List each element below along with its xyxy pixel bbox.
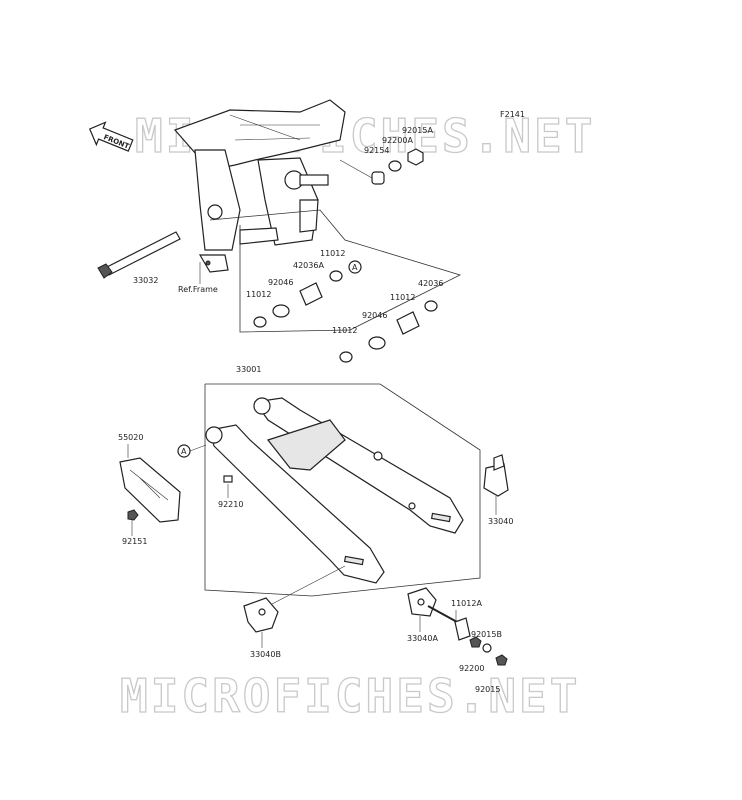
label-92015B: 92015B	[471, 630, 502, 639]
chain-guard-55020	[119, 457, 181, 523]
label-33032: 33032	[133, 276, 158, 285]
label-92151: 92151	[122, 537, 147, 546]
seal-11012-left-upper	[329, 270, 343, 282]
label-92210: 92210	[218, 500, 243, 509]
leader-callout-a	[189, 444, 207, 452]
label-42036: 42036	[418, 279, 443, 288]
adjuster-33040A	[407, 587, 437, 617]
label-33001: 33001	[236, 365, 261, 374]
label-92046-a: 92046	[268, 278, 293, 287]
label-33040: 33040	[488, 517, 513, 526]
label-33040A: 33040A	[407, 634, 438, 643]
nut-92015	[495, 654, 508, 666]
callout-a-upper-text: A	[352, 263, 358, 272]
label-92046-b: 92046	[362, 311, 387, 320]
label-11012-d: 11012	[332, 326, 357, 335]
watermark-bottom: MICROFICHES.NET	[120, 669, 580, 723]
label-11012-b: 11012	[246, 290, 271, 299]
seal-11012-left-lower	[253, 316, 267, 328]
label-92154: 92154	[364, 146, 389, 155]
swingarm-bracket	[204, 383, 481, 597]
seal-11012-right-lower	[339, 351, 353, 363]
label-42036A: 42036A	[293, 261, 324, 270]
collar-92154	[371, 171, 385, 185]
label-55020: 55020	[118, 433, 143, 442]
washer-92200	[482, 643, 492, 653]
bolt-92151	[127, 509, 139, 521]
label-33040B: 33040B	[250, 650, 281, 659]
ref-frame-label: Ref.Frame	[178, 285, 218, 294]
frame-drawing	[173, 99, 346, 273]
label-92200: 92200	[459, 664, 484, 673]
seal-11012-right-upper	[424, 300, 438, 312]
sleeve-42036	[396, 311, 420, 335]
bearing-92046-right	[368, 336, 386, 350]
washer-92200A	[388, 160, 402, 172]
label-92015: 92015	[475, 685, 500, 694]
nut-92015A	[407, 148, 424, 166]
pivot-shaft-33032	[97, 231, 181, 279]
label-11012-a: 11012	[320, 249, 345, 258]
swingarm-33001	[205, 397, 464, 584]
sleeve-42036A	[299, 282, 323, 306]
end-piece-33040	[483, 454, 509, 497]
leader-33040B-link	[271, 565, 346, 605]
callout-a-lower-text: A	[181, 447, 187, 456]
bearing-group-bracket	[209, 209, 462, 333]
nut-92015B	[469, 636, 482, 648]
label-92200A: 92200A	[382, 136, 413, 145]
plate-33040B	[243, 597, 279, 633]
leader-upper-hardware	[339, 159, 373, 179]
bearing-92046-left	[272, 304, 290, 318]
label-11012-c: 11012	[390, 293, 415, 302]
screw-92210	[223, 475, 233, 483]
callout-a-upper	[348, 260, 362, 274]
adjust-bolt-11012A	[427, 605, 471, 641]
figure-code: F2141	[500, 110, 525, 119]
label-11012A: 11012A	[451, 599, 482, 608]
label-92015A: 92015A	[402, 126, 433, 135]
front-arrow-icon: FRONT	[88, 121, 134, 152]
